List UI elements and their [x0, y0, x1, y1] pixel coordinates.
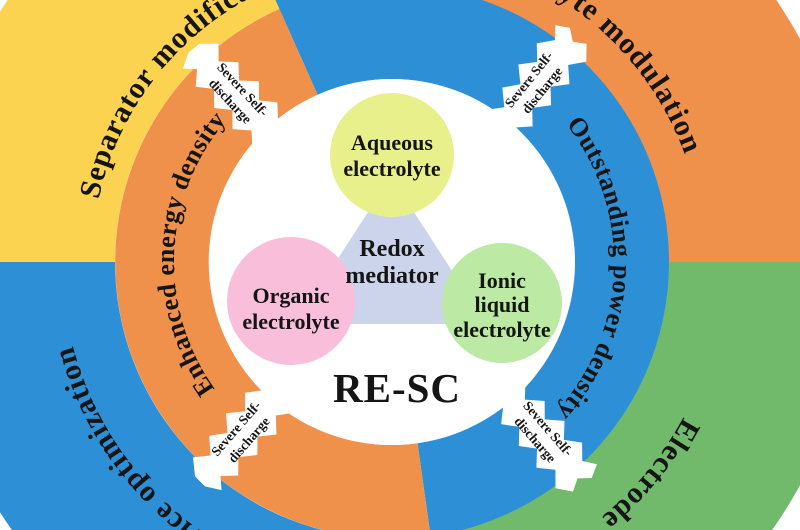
outer-ring-segment-electrolyte-modulation: [481, 0, 800, 262]
outer-ring-segment-electrode: [461, 262, 800, 530]
organic-label-line2: electrolyte: [242, 309, 340, 334]
center-title: RE-SC: [333, 365, 461, 411]
aqueous-label-line1: Aqueous: [351, 130, 433, 155]
ionic-label-line2: liquid: [474, 292, 529, 317]
aqueous-label-line2: electrolyte: [343, 156, 441, 181]
middle-ring-segment-energy: [115, 8, 430, 530]
ionic-label-line1: Ionic: [478, 268, 526, 293]
organic-label-line1: Organic: [253, 283, 330, 308]
outer-ring-segment-device-optimization: [0, 262, 323, 530]
ionic-liquid-electrolyte-circle: [442, 243, 562, 363]
organic-electrolyte-circle: [227, 237, 355, 365]
ionic-label-line3: electrolyte: [453, 317, 551, 342]
mediator-label-line2: mediator: [345, 263, 439, 289]
aqueous-electrolyte-circle: [330, 93, 454, 217]
middle-ring-segment-power: [275, 0, 692, 530]
mediator-label-line1: Redox: [359, 236, 424, 262]
outer-ring-segment-separator: [0, 0, 280, 262]
